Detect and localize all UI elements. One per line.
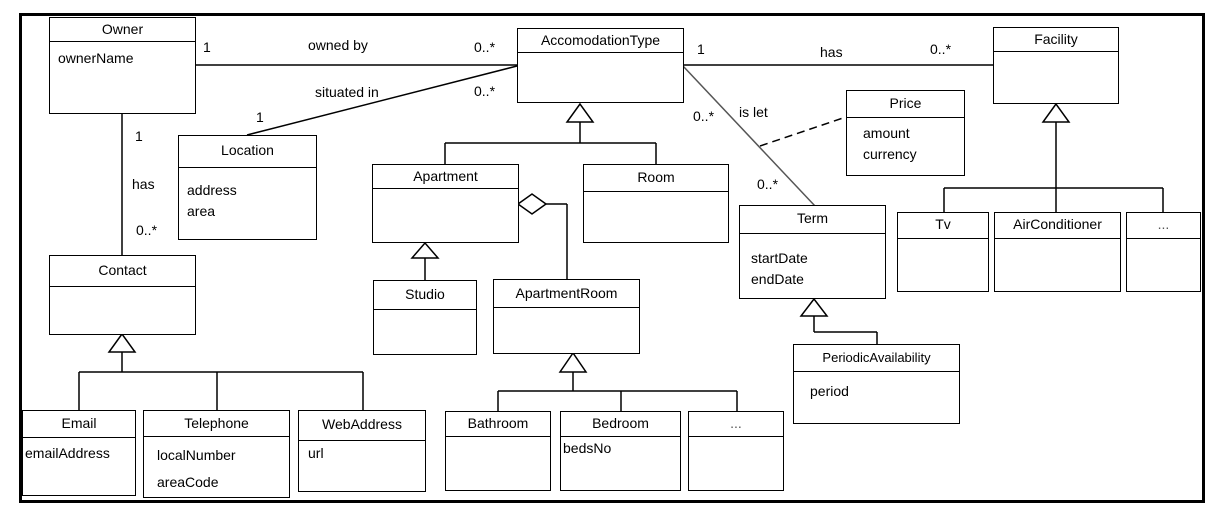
class-name: Telephone <box>144 411 289 437</box>
mult-is-let-term: 0..* <box>757 176 779 192</box>
class-attributes: address area <box>179 168 316 222</box>
generalization-arrow-contact <box>107 332 137 353</box>
class-attributes: localNumber areaCode <box>144 437 289 496</box>
attribute: areaCode <box>157 474 219 490</box>
label-is-let: is let <box>739 104 768 120</box>
class-facility[interactable]: Facility <box>993 27 1119 104</box>
label-situated-in: situated in <box>315 84 379 100</box>
attribute: emailAddress <box>25 445 110 461</box>
attribute: period <box>810 383 849 399</box>
class-attributes: amount currency <box>847 118 964 165</box>
mult-owned-by-owner: 1 <box>203 39 211 55</box>
label-has-facility: has <box>820 44 843 60</box>
label-owned-by: owned by <box>308 37 368 53</box>
generalization-arrow-apartment <box>410 241 440 259</box>
class-price[interactable]: Price amount currency <box>846 90 965 176</box>
class-attributes: startDate endDate <box>740 234 885 290</box>
class-name: Studio <box>374 281 476 310</box>
diagram-frame <box>19 13 1205 503</box>
generalization-arrow-facility <box>1041 102 1071 123</box>
attribute: endDate <box>751 271 804 287</box>
mult-situated-in-accommodation: 0..* <box>474 83 496 99</box>
class-attributes: bedsNo <box>561 437 680 459</box>
class-attributes: emailAddress <box>23 438 135 464</box>
class-studio[interactable]: Studio <box>373 280 477 355</box>
generalization-arrow-apartment-room <box>558 351 588 373</box>
class-bathroom[interactable]: Bathroom <box>445 411 551 491</box>
attribute: localNumber <box>157 447 236 463</box>
aggregation-diamond <box>516 193 548 215</box>
attribute: startDate <box>751 250 808 266</box>
class-name: Room <box>584 165 728 192</box>
association-is-let <box>682 65 816 207</box>
class-name: Apartment <box>373 165 518 189</box>
class-contact[interactable]: Contact <box>49 255 196 335</box>
mult-has-facility-facility: 0..* <box>930 41 952 57</box>
mult-has-contact-contact: 0..* <box>136 222 158 238</box>
class-web-address[interactable]: WebAddress url <box>298 410 426 492</box>
class-owner[interactable]: Owner ownerName <box>49 17 196 114</box>
attribute: url <box>308 445 324 461</box>
label-has-contact: has <box>132 176 155 192</box>
attribute: address <box>187 182 237 198</box>
mult-owned-by-accommodation: 0..* <box>474 39 496 55</box>
class-name: Tv <box>898 213 988 239</box>
class-name: ... <box>689 412 783 437</box>
generalization-arrow-term <box>799 297 829 317</box>
class-attributes: ownerName <box>50 42 195 69</box>
class-term[interactable]: Term startDate endDate <box>739 205 886 299</box>
mult-has-facility-accommodation: 1 <box>697 41 705 57</box>
class-name: ... <box>1127 213 1200 239</box>
class-tv[interactable]: Tv <box>897 212 989 292</box>
class-email[interactable]: Email emailAddress <box>22 410 136 496</box>
class-name: Price <box>847 91 964 118</box>
class-name: Bathroom <box>446 412 550 437</box>
class-apartment[interactable]: Apartment <box>372 164 519 243</box>
class-name: Term <box>740 206 885 234</box>
class-facility-more[interactable]: ... <box>1126 212 1201 292</box>
class-name: Facility <box>994 28 1118 52</box>
class-name: AccomodationType <box>518 29 683 53</box>
class-name: PeriodicAvailability <box>794 345 959 372</box>
class-accommodation-type[interactable]: AccomodationType <box>517 28 684 103</box>
attribute: amount <box>863 125 910 141</box>
class-telephone[interactable]: Telephone localNumber areaCode <box>143 410 290 498</box>
mult-situated-in-location: 1 <box>256 109 264 125</box>
attribute: bedsNo <box>563 440 612 456</box>
class-name: WebAddress <box>299 411 425 441</box>
class-name: Bedroom <box>561 412 680 437</box>
class-name: Contact <box>50 256 195 287</box>
mult-is-let-accommodation: 0..* <box>693 108 715 124</box>
class-name: ApartmentRoom <box>494 280 639 308</box>
class-name: Email <box>23 411 135 438</box>
class-location[interactable]: Location address area <box>178 135 317 240</box>
attribute: ownerName <box>58 50 134 66</box>
class-room-more[interactable]: ... <box>688 411 784 491</box>
class-name: Owner <box>50 18 195 42</box>
class-periodic-availability[interactable]: PeriodicAvailability period <box>793 344 960 424</box>
association-situated-in <box>246 65 518 136</box>
class-name: AirConditioner <box>995 213 1120 239</box>
attribute: area <box>187 203 216 219</box>
class-attributes: period <box>794 372 959 402</box>
mult-has-contact-owner: 1 <box>135 128 143 144</box>
attribute: currency <box>863 146 917 162</box>
class-name: Location <box>179 136 316 168</box>
class-room[interactable]: Room <box>583 164 729 243</box>
class-apartment-room[interactable]: ApartmentRoom <box>493 279 640 354</box>
association-class-link-price <box>759 116 847 147</box>
class-bedroom[interactable]: Bedroom bedsNo <box>560 411 681 491</box>
class-air-conditioner[interactable]: AirConditioner <box>994 212 1121 292</box>
generalization-arrow-accommodation <box>565 102 595 123</box>
class-attributes: url <box>299 441 425 464</box>
